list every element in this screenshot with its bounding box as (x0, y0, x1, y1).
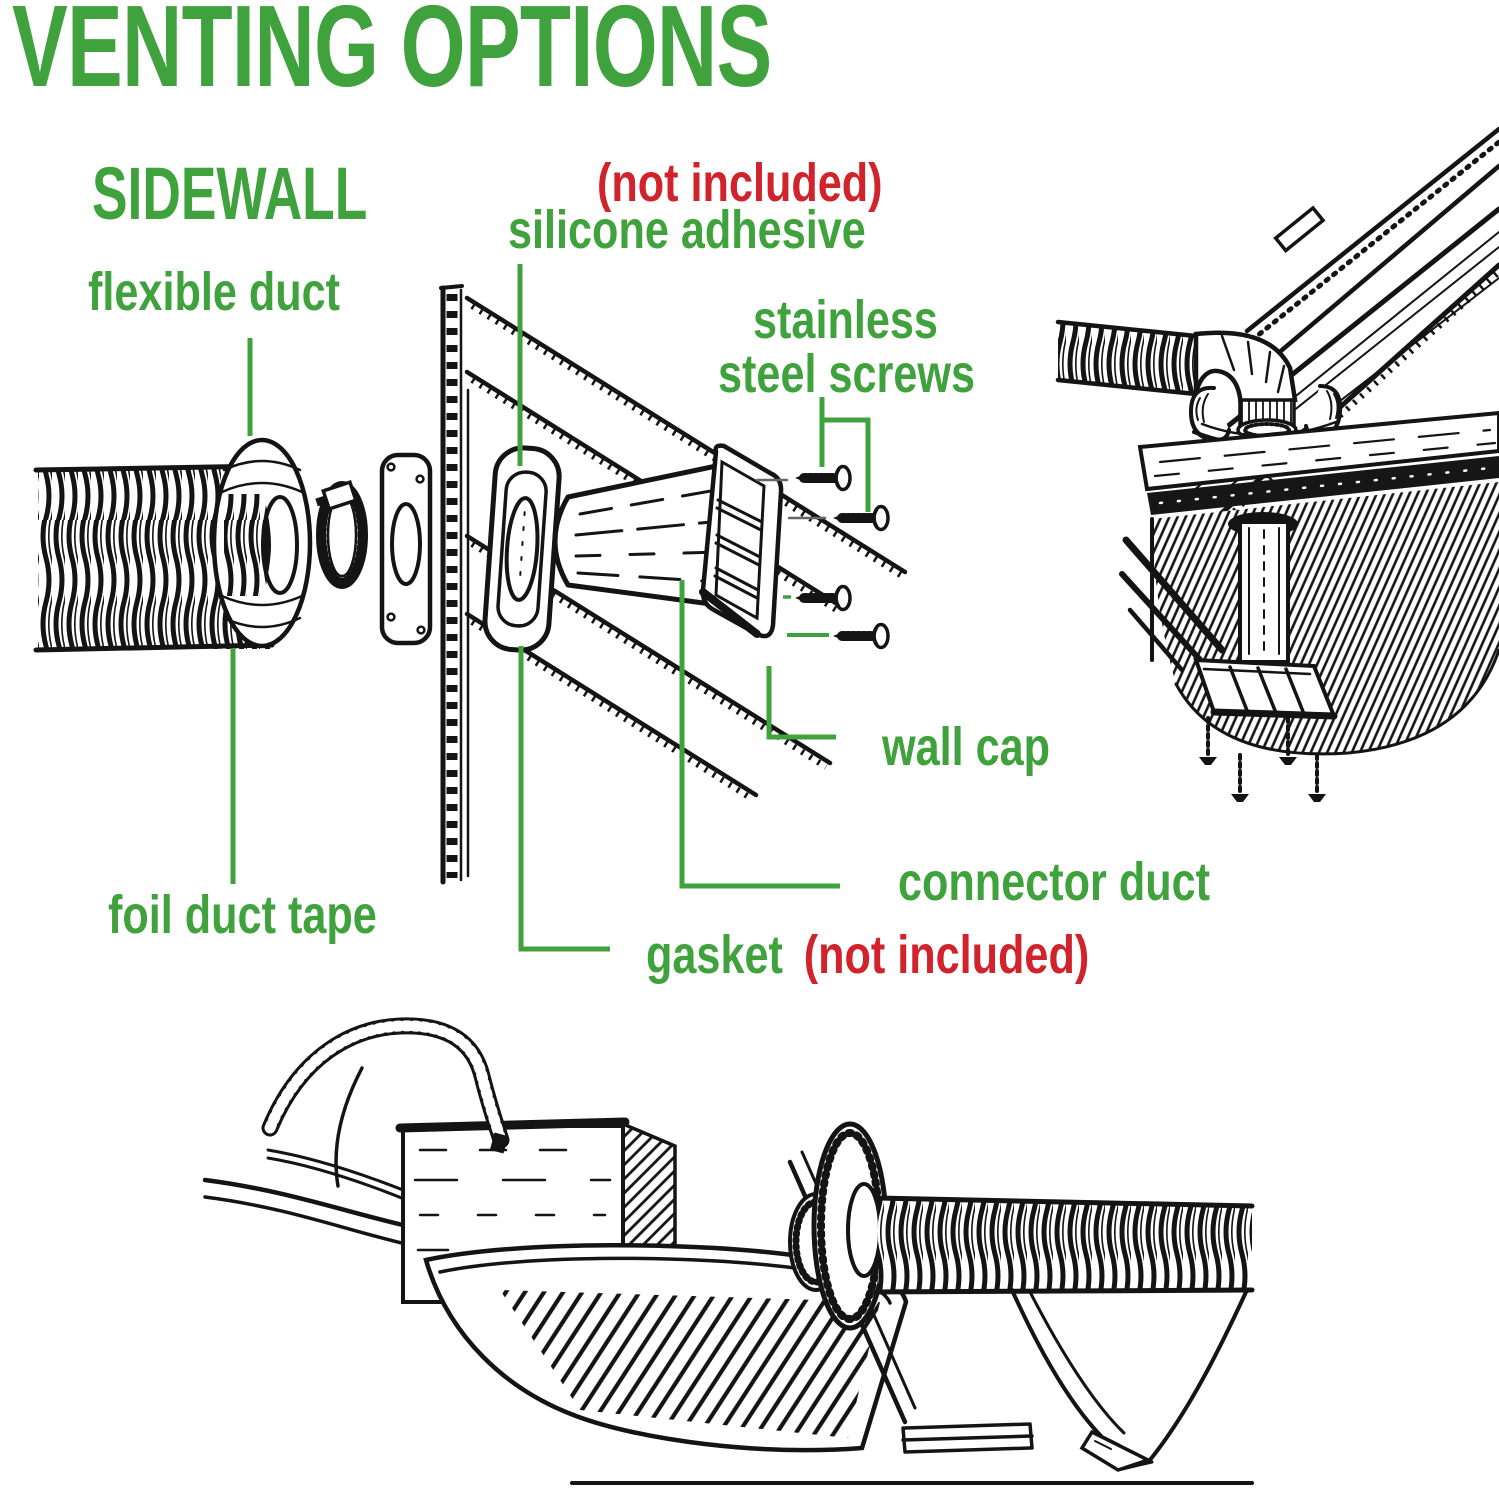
callout-silicone-adhesive: silicone adhesive (508, 203, 955, 257)
callout-flexible-duct: flexible duct (88, 265, 403, 319)
duct-connection-art (787, 1121, 1255, 1454)
wall-cap-art (699, 443, 784, 639)
foil-tape-cuff-art (211, 437, 313, 649)
stainless-label-line1: stainless (753, 290, 938, 350)
fan-unit-illustration (202, 1017, 1255, 1485)
sidewall-exploded-illustration (33, 284, 908, 885)
wall-cap-leader (766, 666, 836, 740)
callout-connector-duct: connector duct (898, 855, 1288, 909)
inset-flexible-duct-art (1055, 319, 1199, 397)
grille-cover-art (423, 1243, 909, 1453)
callout-leader-lines (230, 264, 871, 952)
gasket-plate-art (379, 452, 433, 646)
stainless-label-line2: steel screws (718, 344, 975, 404)
gasket-leader (518, 646, 610, 952)
silicone-note-label: (not included) (597, 153, 883, 213)
section-heading-sidewall: SIDEWALL (92, 157, 474, 231)
connector-duct-art (552, 461, 729, 609)
silicone-adhesive-label: silicone adhesive (508, 200, 866, 260)
callout-gasket: gasket (not included) (646, 928, 1200, 982)
wall-cap-label: wall cap (882, 717, 1051, 777)
connector-duct-leader (679, 580, 840, 889)
hose-clamp-art (315, 480, 368, 589)
callout-silicone-note: (not included) (597, 156, 954, 210)
gasket-note-label: (not included) (803, 925, 1090, 985)
callout-stainless: stainless (753, 293, 984, 347)
connector-duct-label: connector duct (898, 852, 1211, 912)
gasket-label: gasket (646, 925, 783, 985)
sidewall-heading-text: SIDEWALL (92, 152, 368, 235)
soffit-inset-illustration (1055, 126, 1499, 804)
page-title-text: VENTING OPTIONS (12, 0, 772, 111)
screw2-leader (822, 417, 871, 512)
stainless-screws-art (755, 467, 888, 648)
foil-duct-tape-label: foil duct tape (108, 885, 377, 945)
power-cable-art (261, 1017, 510, 1154)
elbow-duct-art (1193, 330, 1298, 442)
callout-wall-cap: wall cap (882, 720, 1092, 774)
drywall-panel-art (1010, 1288, 1248, 1472)
callout-steel-screws: steel screws (718, 347, 1039, 401)
callout-foil-duct-tape: foil duct tape (108, 888, 444, 942)
soffit-vent-art (1193, 512, 1338, 804)
page-title: VENTING OPTIONS (12, 0, 1067, 104)
silicone-adhesive-ring-art (482, 445, 562, 653)
flexible-duct-label: flexible duct (88, 262, 341, 322)
